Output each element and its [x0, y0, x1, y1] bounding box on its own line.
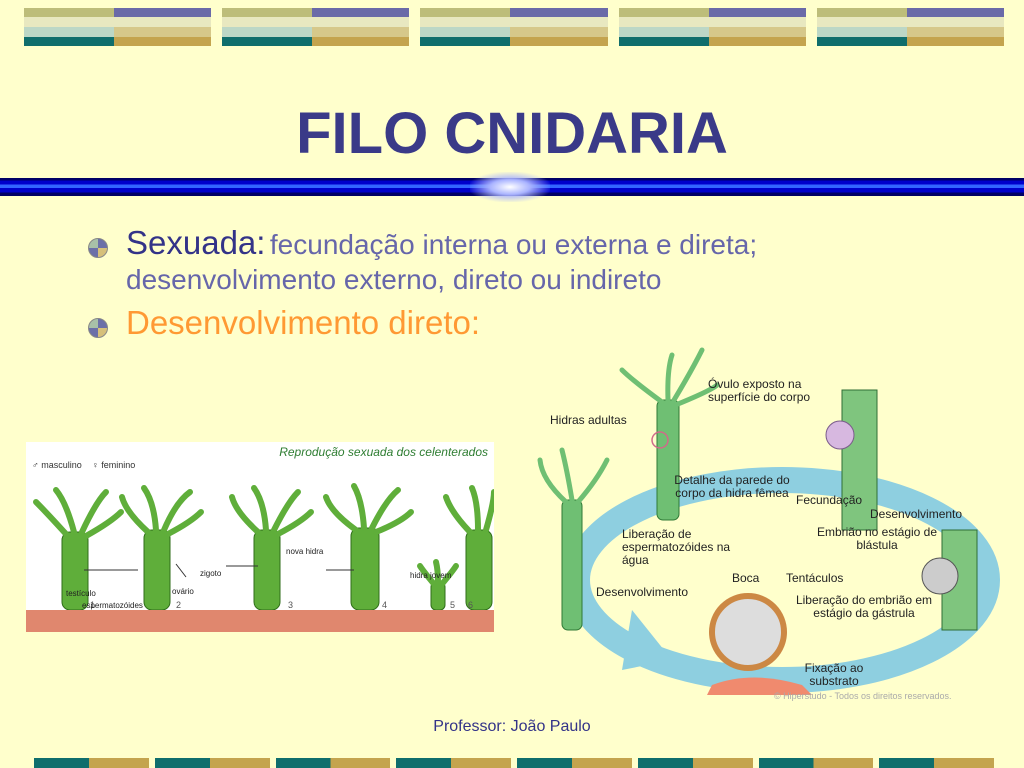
bullet-item: Sexuada: fecundação interna ou externa e…	[88, 224, 1008, 296]
stage-number: 1	[90, 600, 95, 610]
band-tile	[24, 8, 212, 46]
hydra-reproduction-figure: Reprodução sexuada dos celenterados ♂ ma…	[26, 442, 494, 632]
label-ovario: ovário	[172, 587, 194, 596]
bullet-item: Desenvolvimento direto:	[88, 304, 1008, 342]
title-divider	[0, 172, 1024, 202]
footer-text: Professor: João Paulo	[433, 718, 591, 735]
label-detalhe: Detalhe da parede do corpo da hidra fême…	[674, 473, 790, 500]
hydra-illustration: 1 2 3 4 5 6 testículo espermatozóides ov…	[33, 483, 494, 611]
band-tile	[222, 8, 410, 46]
label-embriao-blastula: Embrião no estágio de blástula	[816, 525, 938, 552]
top-decorative-band	[24, 8, 1005, 46]
bullet-icon	[88, 318, 108, 338]
stage-number: 4	[382, 600, 387, 610]
figure-caption: Reprodução sexuada dos celenterados	[279, 445, 488, 459]
label-fixacao: Fixação ao substrato	[804, 661, 864, 688]
label-tentaculos: Tentáculos	[786, 571, 844, 585]
copyright-text: © Hiperstudo - Todos os direitos reserva…	[774, 691, 952, 701]
bullet-heading: Sexuada:	[126, 224, 266, 261]
band-tile	[420, 8, 608, 46]
stage-number: 2	[176, 600, 181, 610]
bullet-icon	[88, 238, 108, 258]
label-desenvolvimento-top: Desenvolvimento	[870, 507, 963, 521]
label-boca: Boca	[732, 571, 760, 585]
bullet-text-line2: desenvolvimento externo, direto ou indir…	[126, 264, 662, 295]
bullet-heading: Desenvolvimento direto:	[126, 304, 481, 341]
slide-title: FILO CNIDARIA	[296, 101, 728, 166]
legend-male-label: masculino	[41, 460, 82, 470]
stage-number: 5	[450, 600, 455, 610]
label-liberacao-gastrula: Liberação do embrião em estágio da gástr…	[795, 593, 933, 620]
stage-number: 3	[288, 600, 293, 610]
label-nova-hidra: nova hidra	[286, 547, 324, 556]
life-cycle-illustration	[537, 347, 1000, 695]
band-tile	[618, 8, 806, 46]
legend-female: ♀ feminino	[92, 460, 136, 470]
bullet-text: fecundação interna ou externa e direta;	[269, 229, 758, 260]
label-desenvolvimento-left: Desenvolvimento	[596, 585, 689, 599]
legend-female-label: feminino	[101, 460, 136, 470]
label-ovulo: Óvulo exposto na superfície do corpo	[708, 377, 811, 404]
band-tile	[816, 8, 1005, 46]
label-testiculo: testículo	[66, 589, 96, 598]
bullet-list: Sexuada: fecundação interna ou externa e…	[88, 224, 1008, 350]
label-espermatozoides: espermatozóides	[82, 601, 143, 610]
legend-male: ♂ masculino	[32, 460, 82, 470]
label-zigoto: zigoto	[200, 569, 222, 578]
bottom-decorative-band	[34, 758, 994, 768]
label-hidra-jovem: hidra jovem	[410, 571, 452, 580]
substrate-ground	[26, 610, 494, 632]
label-fecundacao: Fecundação	[796, 493, 863, 507]
label-hidras-adultas: Hidras adultas	[550, 413, 627, 427]
hydra-life-cycle-figure: Hidras adultas Óvulo exposto na superfíc…	[512, 340, 1004, 712]
stage-number: 6	[468, 600, 473, 610]
label-liberacao-espermatozoides: Liberação de espermatozóides na água	[622, 527, 731, 567]
